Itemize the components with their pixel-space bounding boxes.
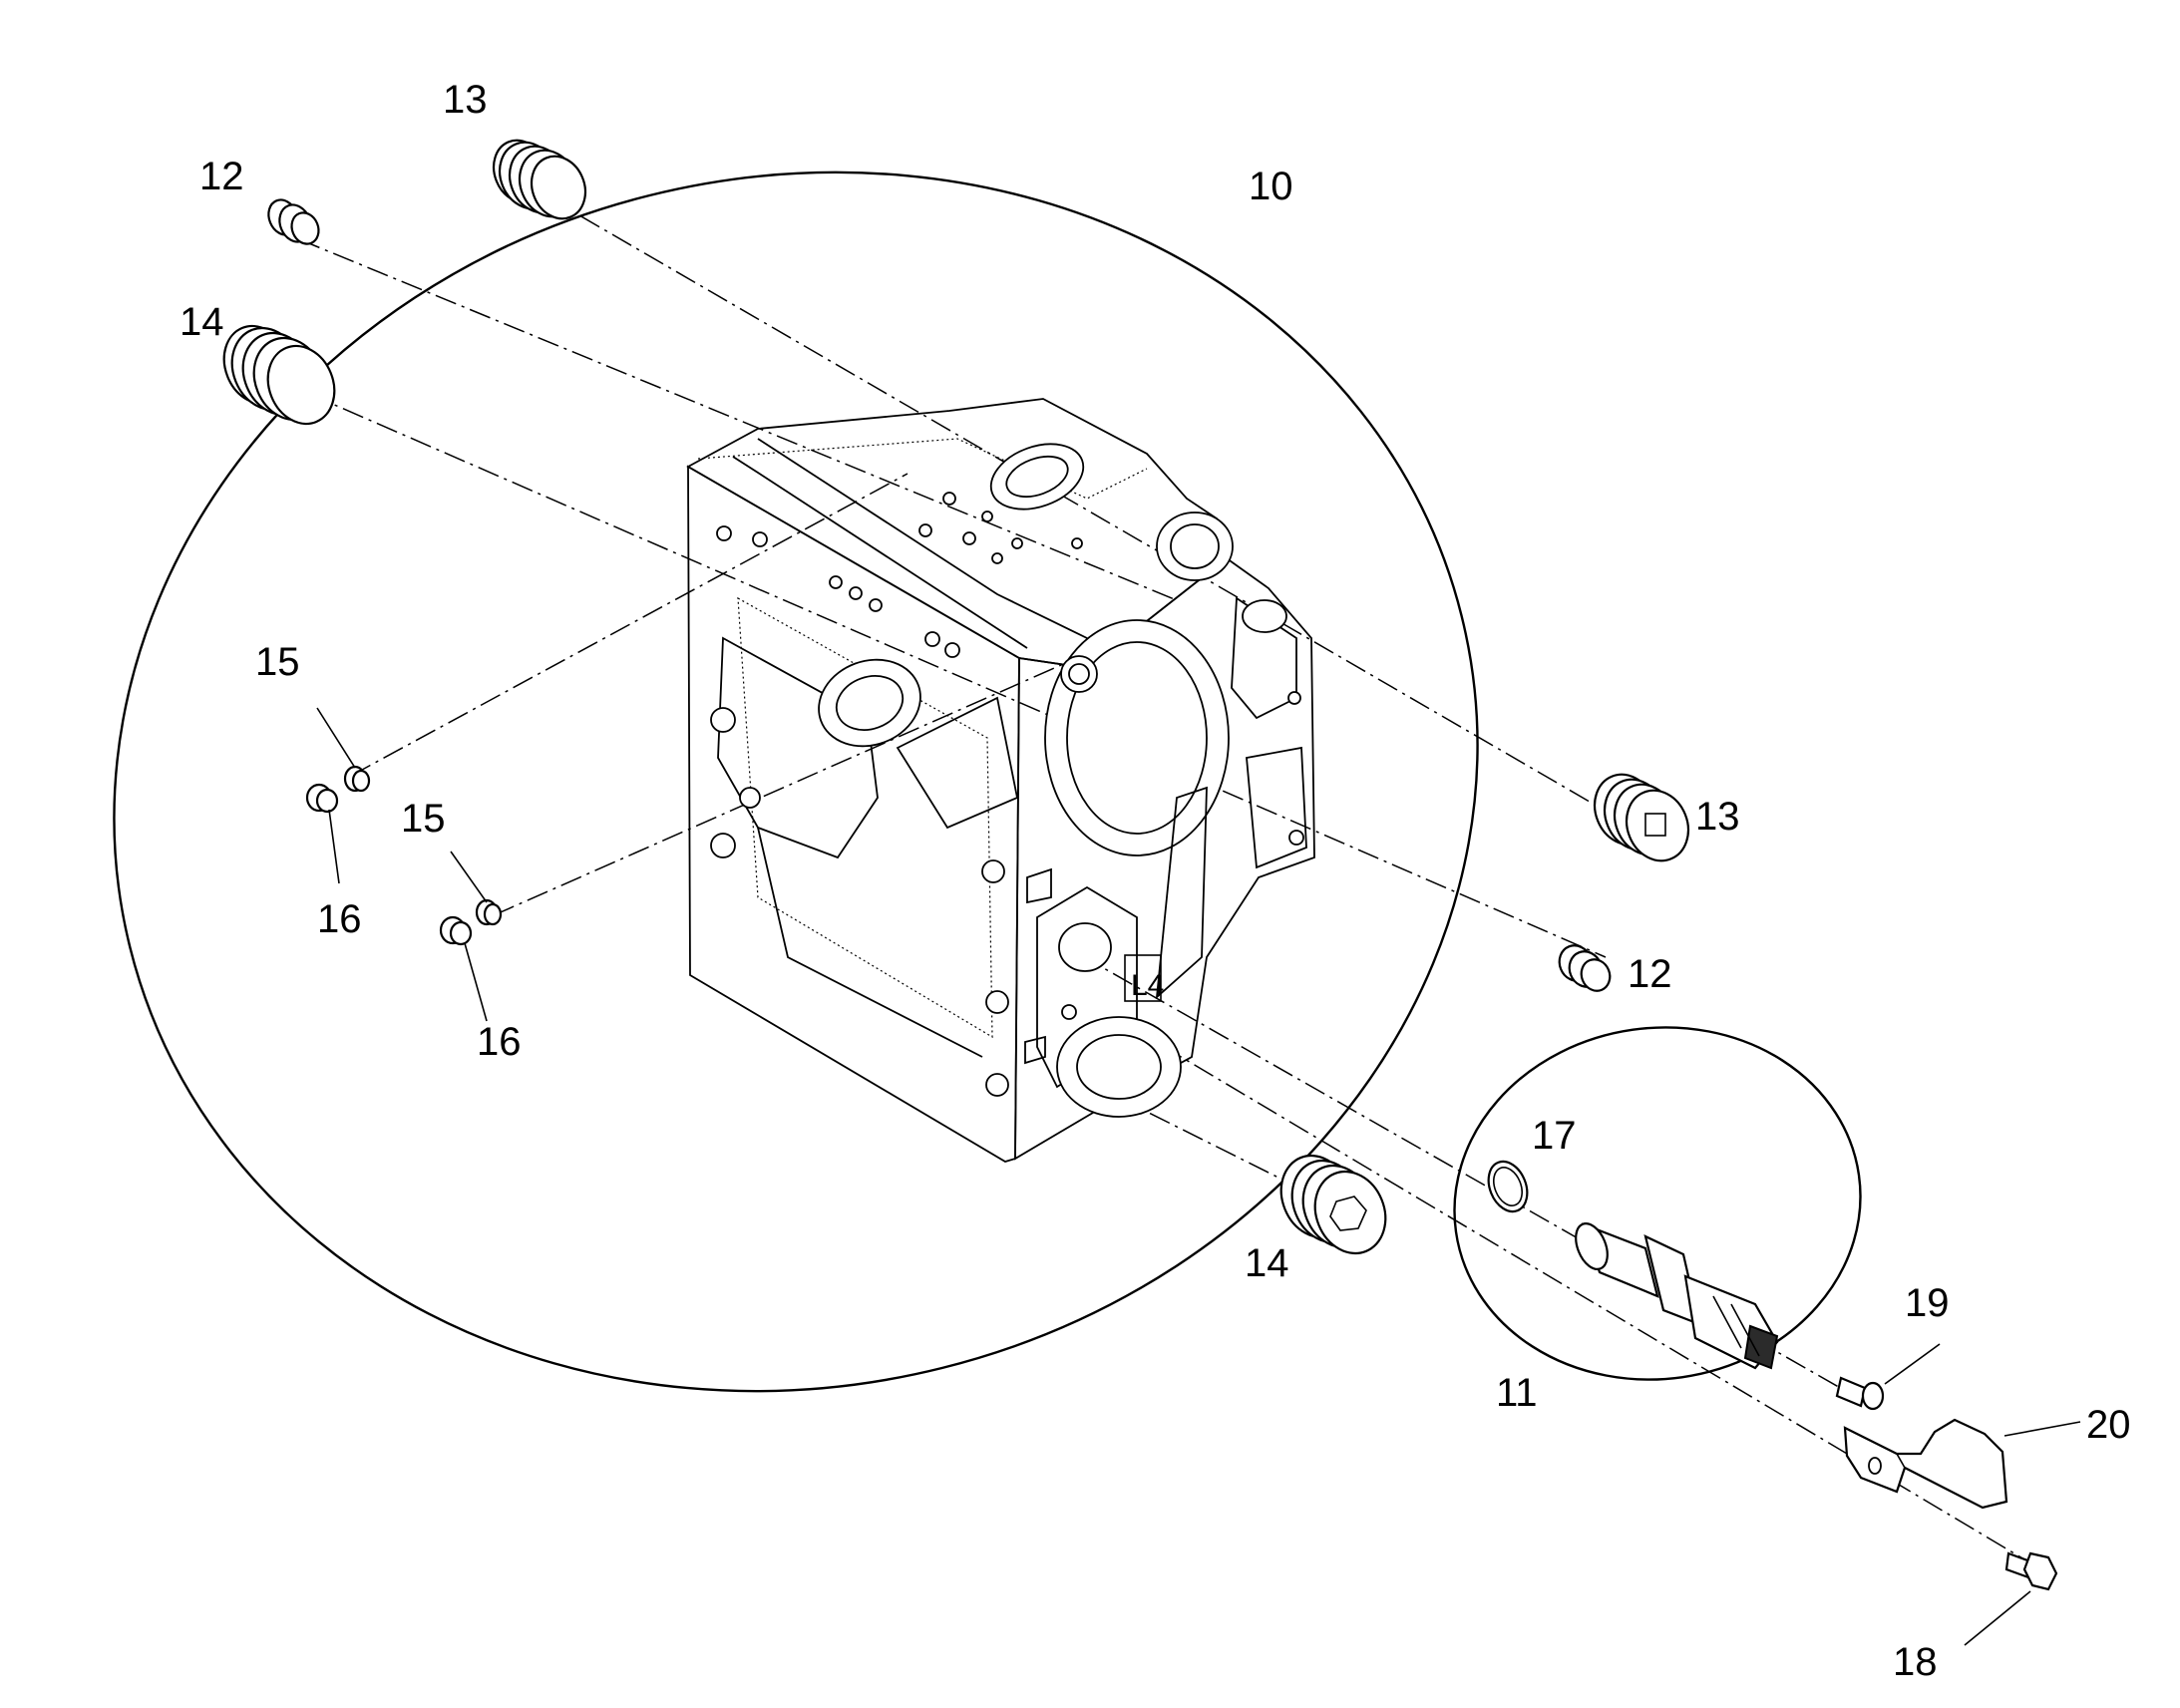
callout-14-lower: 14 xyxy=(1245,1241,1289,1285)
plug-12-lower xyxy=(1558,944,1612,992)
screw-19 xyxy=(1835,1376,1885,1411)
callout-12-upper: 12 xyxy=(199,155,244,198)
leader-lines xyxy=(316,707,2081,1646)
callout-15-lower: 15 xyxy=(401,797,446,841)
o-ring-17 xyxy=(1487,1160,1529,1213)
callout-14-upper: 14 xyxy=(180,300,224,344)
callout-13-upper: 13 xyxy=(443,78,488,122)
screw-16-upper xyxy=(305,783,339,814)
callout-17: 17 xyxy=(1532,1114,1577,1158)
callout-16-upper: 16 xyxy=(317,897,362,941)
assembly-boundary-circle-11 xyxy=(1453,1026,1862,1381)
plug-14-lower xyxy=(1279,1154,1387,1255)
callout-20: 20 xyxy=(2086,1403,2131,1447)
callout-16-lower: 16 xyxy=(477,1020,522,1064)
sensor-11 xyxy=(1575,1222,1779,1370)
plug-13-upper xyxy=(492,139,587,220)
plug-14-upper xyxy=(222,324,336,426)
bolt-18 xyxy=(2004,1551,2058,1591)
screw-16-lower xyxy=(439,915,473,946)
callout-12-lower: 12 xyxy=(1628,952,1672,996)
callout-10: 10 xyxy=(1249,165,1293,208)
callout-15-upper: 15 xyxy=(255,640,300,684)
plug-12-upper xyxy=(267,198,320,245)
bracket-20 xyxy=(1843,1418,2008,1510)
assembly-boundary-ellipse-10 xyxy=(113,171,1479,1393)
assembly-axis-lines xyxy=(298,196,2035,1566)
washer-15-upper xyxy=(343,765,371,793)
callout-11: 11 xyxy=(1496,1371,1538,1415)
washer-15-lower xyxy=(475,898,503,926)
callout-13-lower: 13 xyxy=(1695,795,1740,839)
callout-18: 18 xyxy=(1893,1640,1938,1684)
gearbox-housing: L4 xyxy=(686,398,1315,1163)
callout-19: 19 xyxy=(1905,1281,1950,1325)
plug-13-lower xyxy=(1593,773,1690,862)
